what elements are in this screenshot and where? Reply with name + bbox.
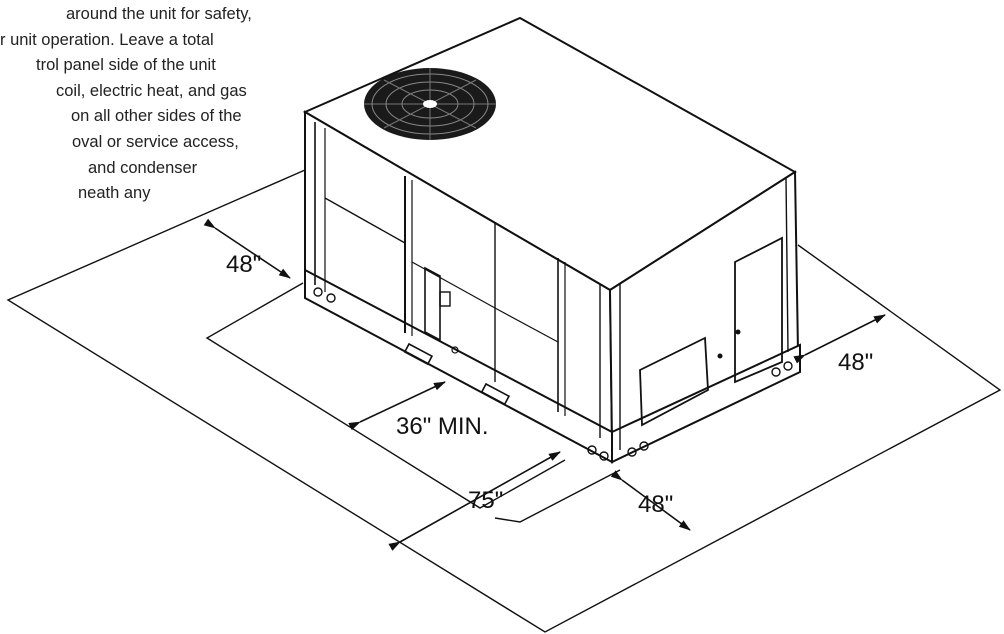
dim-arrow-right (793, 314, 886, 364)
outer-clearance-outline (6, 169, 1002, 633)
text-line: around the unit for safety, (66, 5, 252, 23)
dim-label-control: 36" MIN. (396, 413, 489, 440)
dim-arrow-left (203, 218, 291, 279)
dim-label-front-corner: 48" (638, 491, 673, 518)
text-line: neath any (78, 184, 151, 203)
dim-label-right: 48" (838, 349, 873, 376)
text-line: oval or service access, (72, 132, 239, 151)
dim-label-front-total: 75" (468, 487, 503, 514)
side-lower-panel (639, 336, 709, 427)
fan-grille-icon (364, 68, 496, 140)
clearance-instructions: around the unit for safety, r unit opera… (0, 0, 330, 207)
text-line: coil, electric heat, and gas (56, 81, 247, 100)
dim-arrow-front-corner (610, 470, 691, 531)
text-line: trol panel side of the unit (36, 56, 216, 75)
dim-label-left: 48" (226, 251, 261, 278)
text-line: and condenser (88, 158, 198, 177)
dim-arrow-front-total (388, 451, 561, 551)
side-access-door (734, 236, 783, 384)
text-line: on all other sides of the (71, 107, 242, 126)
text-line: r unit operation. Leave a total (0, 30, 214, 49)
dim-arrow-control (348, 381, 446, 431)
